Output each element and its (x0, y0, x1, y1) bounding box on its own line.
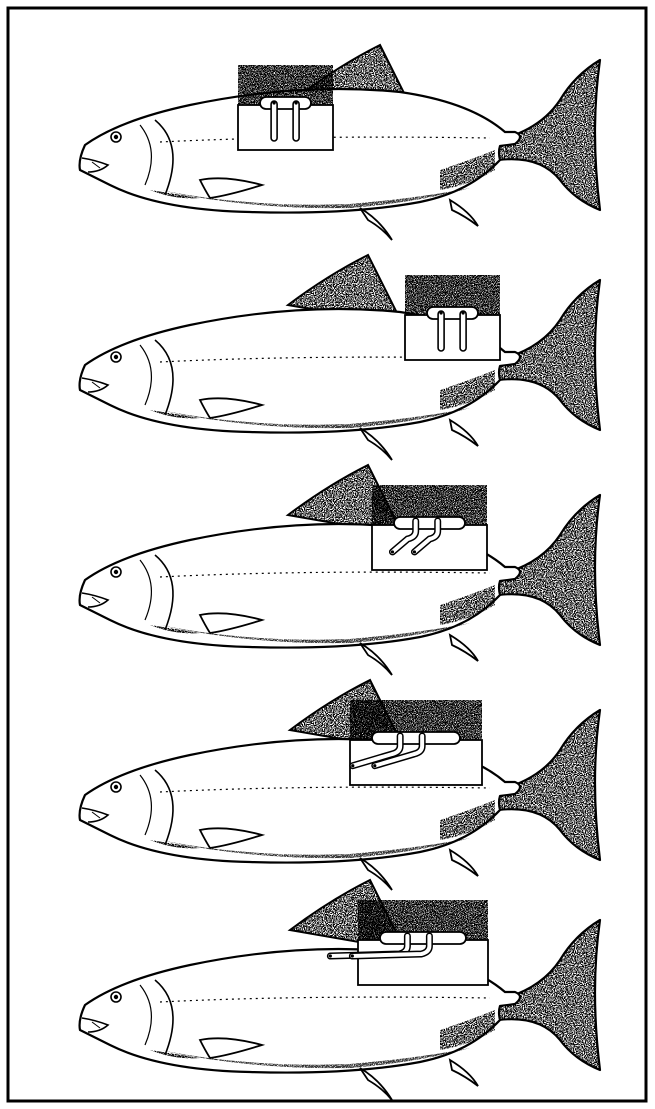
tag-cutaway (350, 700, 482, 785)
tag-wire-end-1 (351, 764, 354, 767)
tag-wire-end-1 (329, 954, 332, 957)
tag-window (238, 105, 333, 150)
tag-window (358, 940, 488, 985)
tag-window (372, 525, 487, 570)
tag-bar (260, 97, 311, 109)
tag-window (405, 315, 500, 360)
fish-pupil (114, 995, 118, 999)
fish-pupil (114, 355, 118, 359)
tag-wire-2 (460, 311, 466, 351)
tag-wire-end-2 (351, 954, 354, 957)
tag-wire-1 (271, 101, 277, 141)
tag-wire-end-2 (373, 764, 376, 767)
tag-cutaway (405, 275, 500, 360)
tag-bar (380, 932, 466, 944)
tag-wire-end-1 (391, 550, 394, 553)
tag-bar (372, 732, 460, 744)
fish-pupil (114, 785, 118, 789)
tag-cutaway (372, 485, 487, 570)
tag-wire-2 (293, 101, 299, 141)
tag-wire-pin-2 (295, 101, 298, 104)
fish-pupil (114, 570, 118, 574)
tag-wire-end-2 (413, 550, 416, 553)
tag-wire-1 (438, 311, 444, 351)
tag-wire-pin-1 (273, 101, 276, 104)
tag-wire-pin-2 (462, 311, 465, 314)
tag-cutaway (238, 65, 333, 150)
fish-pupil (114, 135, 118, 139)
tag-wire-pin-1 (440, 311, 443, 314)
tag-bar (427, 307, 478, 319)
tag-bar (394, 517, 465, 529)
